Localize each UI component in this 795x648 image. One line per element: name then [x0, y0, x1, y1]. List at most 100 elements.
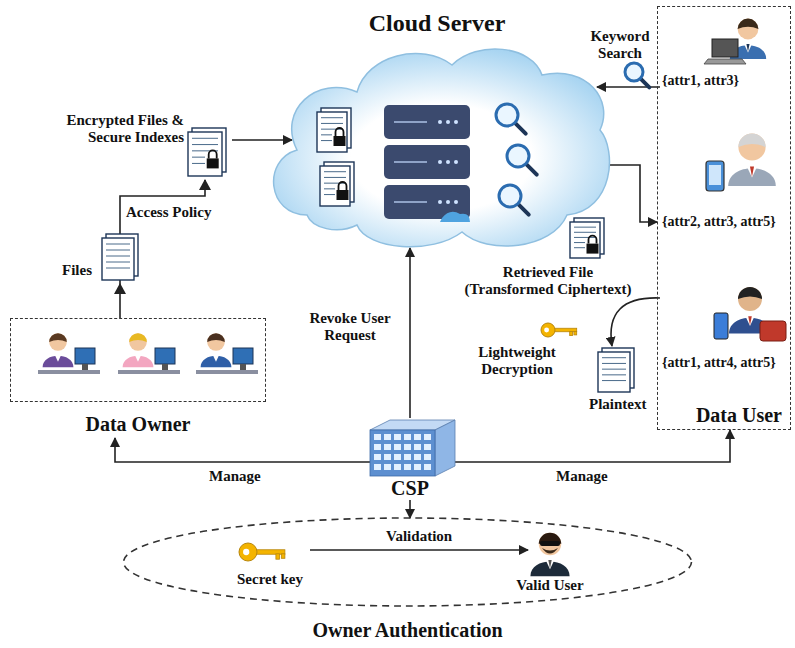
- server-light: [438, 120, 442, 124]
- label-slot: Files: [62, 262, 92, 279]
- doc-line: [602, 357, 626, 358]
- building-window: [404, 444, 411, 450]
- monitor: [233, 348, 253, 364]
- doc-sheet: [320, 166, 350, 206]
- key-hole: [243, 549, 249, 555]
- annotation-label: Plaintext: [589, 396, 647, 413]
- lock-body: [587, 244, 599, 254]
- label-slot: Encrypted Files & Secure Indexes: [34, 112, 184, 147]
- doc-line: [192, 138, 218, 139]
- beard: [542, 548, 558, 554]
- node-label: {attr1, attr4, attr5}: [662, 355, 776, 371]
- annotation-label: Files: [62, 262, 92, 279]
- building-window: [384, 464, 391, 470]
- key-node: Secret key: [230, 530, 310, 588]
- lock-shackle: [589, 236, 597, 244]
- building-window: [424, 434, 431, 440]
- person-hair: [129, 333, 147, 342]
- person-tie: [548, 560, 551, 568]
- doc-line: [106, 256, 130, 257]
- building-window: [404, 434, 411, 440]
- phone: [714, 313, 728, 339]
- person-hair: [49, 333, 67, 342]
- phone: [706, 161, 724, 191]
- building-side: [435, 420, 455, 476]
- edge-label-slot: Manage: [207, 468, 263, 485]
- person-hair: [738, 287, 762, 299]
- doc-line: [192, 157, 205, 158]
- node-label: Owner Authentication: [312, 619, 502, 642]
- connector: [409, 500, 411, 518]
- doc-line: [106, 262, 130, 263]
- server-slot: [394, 161, 427, 163]
- building-window: [404, 464, 411, 470]
- key-tooth: [570, 331, 573, 335]
- magnifier-handle: [526, 164, 537, 175]
- building-window: [414, 444, 421, 450]
- bag: [760, 321, 786, 341]
- node-label: Valid User: [516, 577, 583, 594]
- building-window: [414, 454, 421, 460]
- node-label: Data User: [696, 404, 782, 427]
- key-hole: [544, 328, 549, 333]
- server-unit: [384, 145, 470, 179]
- magnifier-handle: [515, 123, 526, 134]
- magnifier-glass: [507, 145, 529, 167]
- decryption-arrow: [611, 298, 660, 346]
- person-collar: [212, 354, 220, 362]
- monitor-stand: [82, 364, 88, 370]
- doc-sheet: [570, 222, 600, 258]
- building-front: [370, 430, 435, 476]
- key-ring: [541, 323, 555, 337]
- person-head: [738, 287, 762, 311]
- lock-body: [207, 158, 219, 168]
- node-label: {attr2, attr3, attr5}: [662, 214, 776, 230]
- provider-node: CSP: [355, 418, 465, 500]
- node-label: Cloud Server: [369, 10, 506, 38]
- connector: [450, 430, 730, 462]
- magnifier-glass: [625, 63, 643, 81]
- doc-line: [106, 250, 130, 251]
- doc-line: [602, 374, 626, 375]
- key-tooth: [276, 554, 280, 559]
- server-unit: [384, 105, 470, 139]
- label-slot: Keyword Search: [584, 28, 656, 63]
- building-window: [374, 444, 381, 450]
- building-window: [384, 444, 391, 450]
- doc-line: [324, 194, 335, 195]
- arrow-head: [199, 179, 211, 190]
- user-icon: [660, 9, 788, 71]
- server-slot: [394, 121, 427, 123]
- building-window: [384, 454, 391, 460]
- doc-line: [321, 117, 343, 118]
- server-slot: [394, 201, 427, 203]
- desk: [38, 370, 100, 374]
- person-collar: [745, 315, 756, 326]
- magnifier-glass: [496, 104, 518, 126]
- server-light: [454, 200, 458, 204]
- server-light: [446, 200, 450, 204]
- lock-body: [334, 136, 346, 146]
- annotation-label: Access Policy: [126, 204, 211, 221]
- cloud-outline: [274, 49, 610, 247]
- monitor: [75, 348, 95, 364]
- edge-label: Validation: [384, 528, 454, 545]
- phone-screen: [709, 165, 721, 185]
- label-slot: Lightweight Decryption: [462, 344, 572, 379]
- building-window: [374, 434, 381, 440]
- key-tooth: [574, 331, 577, 335]
- owner-group-box: Data Owner: [10, 318, 266, 436]
- monitor: [155, 348, 175, 364]
- doc-line: [321, 123, 343, 124]
- edge-label: Manage: [554, 468, 610, 485]
- person-collar: [743, 43, 752, 53]
- edge-label-slot: Validation: [384, 528, 454, 545]
- person-head: [539, 533, 561, 555]
- doc-line: [321, 140, 332, 141]
- person-tie: [746, 44, 749, 52]
- doc-sheet: [188, 132, 222, 176]
- connector: [310, 549, 528, 551]
- lock-shackle: [336, 128, 344, 136]
- building-window: [384, 434, 391, 440]
